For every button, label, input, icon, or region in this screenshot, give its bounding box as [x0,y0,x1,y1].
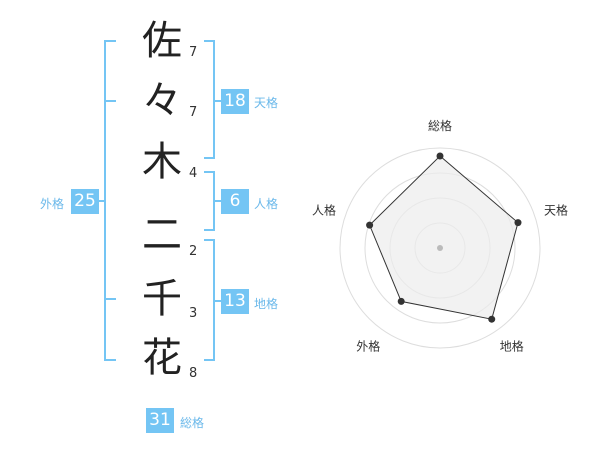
name-char-6: 花 [142,335,182,381]
radar-point [397,297,405,305]
stroke-count-1: 7 [189,45,198,60]
radar-point [436,152,444,160]
gaikaku-value-badge: 25 [71,189,99,214]
tenkaku-bracket [204,40,215,159]
radar-point [514,219,522,227]
tenkaku-label: 天格 [254,96,279,110]
radar-polygon [369,155,519,320]
radar-axis-label-gaikaku: 外格 [356,339,380,354]
name-char-5: 千 [142,276,182,322]
radar-point [488,315,496,323]
radar-ring [339,147,541,349]
soukaku-label: 総格 [180,416,205,430]
name-char-3: 木 [142,139,182,185]
chikaku-value-badge: 13 [221,289,249,314]
radar-axis-label-soukaku: 総格 [428,118,452,133]
radar-center-dot [437,245,443,251]
name-char-1: 佐 [142,18,182,64]
radar-point [366,221,374,229]
soukaku-value-badge: 31 [146,408,174,433]
jinkaku-value-badge: 6 [221,189,249,214]
name-char-4: 二 [142,212,182,258]
radar-axis-label-jinkaku: 人格 [312,202,336,217]
jinkaku-label: 人格 [254,197,279,211]
stroke-count-2: 7 [189,105,198,120]
radar-points [366,152,522,323]
chikaku-label: 地格 [254,297,279,311]
tenkaku-value-badge: 18 [221,89,249,114]
stroke-count-3: 4 [189,166,198,181]
stroke-count-5: 3 [189,306,198,321]
stroke-count-4: 2 [189,244,198,259]
stroke-count-6: 8 [189,366,198,381]
radar-axis-label-chikaku: 地格 [500,339,524,354]
radar-axis-labels: 総格 天格 地格 外格 人格 [312,118,568,354]
name-char-2: 々 [142,78,182,124]
gaikaku-label: 外格 [40,197,65,211]
radar-axis-label-tenkaku: 天格 [544,202,568,217]
